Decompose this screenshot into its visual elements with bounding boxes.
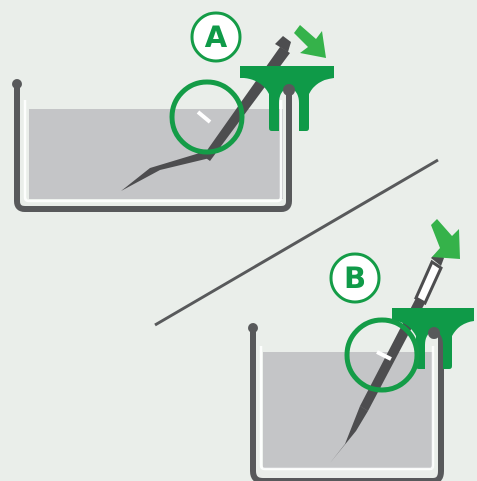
callout-letter-a: A [205,20,228,54]
callout-label-a: A [190,11,242,63]
callout-circle-a [169,79,245,155]
push-down-arrow-icon [294,25,326,58]
panel-b: B [248,219,474,481]
callout-letter-b: B [344,261,366,295]
edge-clip-icon [240,66,334,131]
callout-circle-b [344,317,420,393]
tank-rim-knob-left [12,79,22,89]
marker-line-a [196,110,212,124]
callout-label-b: B [329,252,381,304]
marker-line-b [376,350,392,361]
tank-rim-knob-left [248,323,258,333]
panel-a: A [12,11,334,212]
tank-container [250,327,444,481]
tank-container [14,83,292,212]
tank-liquid [29,109,283,199]
tank-liquid [263,352,433,469]
edge-clip-icon [392,308,474,369]
push-down-arrow-icon [431,219,460,259]
divider-line [154,158,439,327]
